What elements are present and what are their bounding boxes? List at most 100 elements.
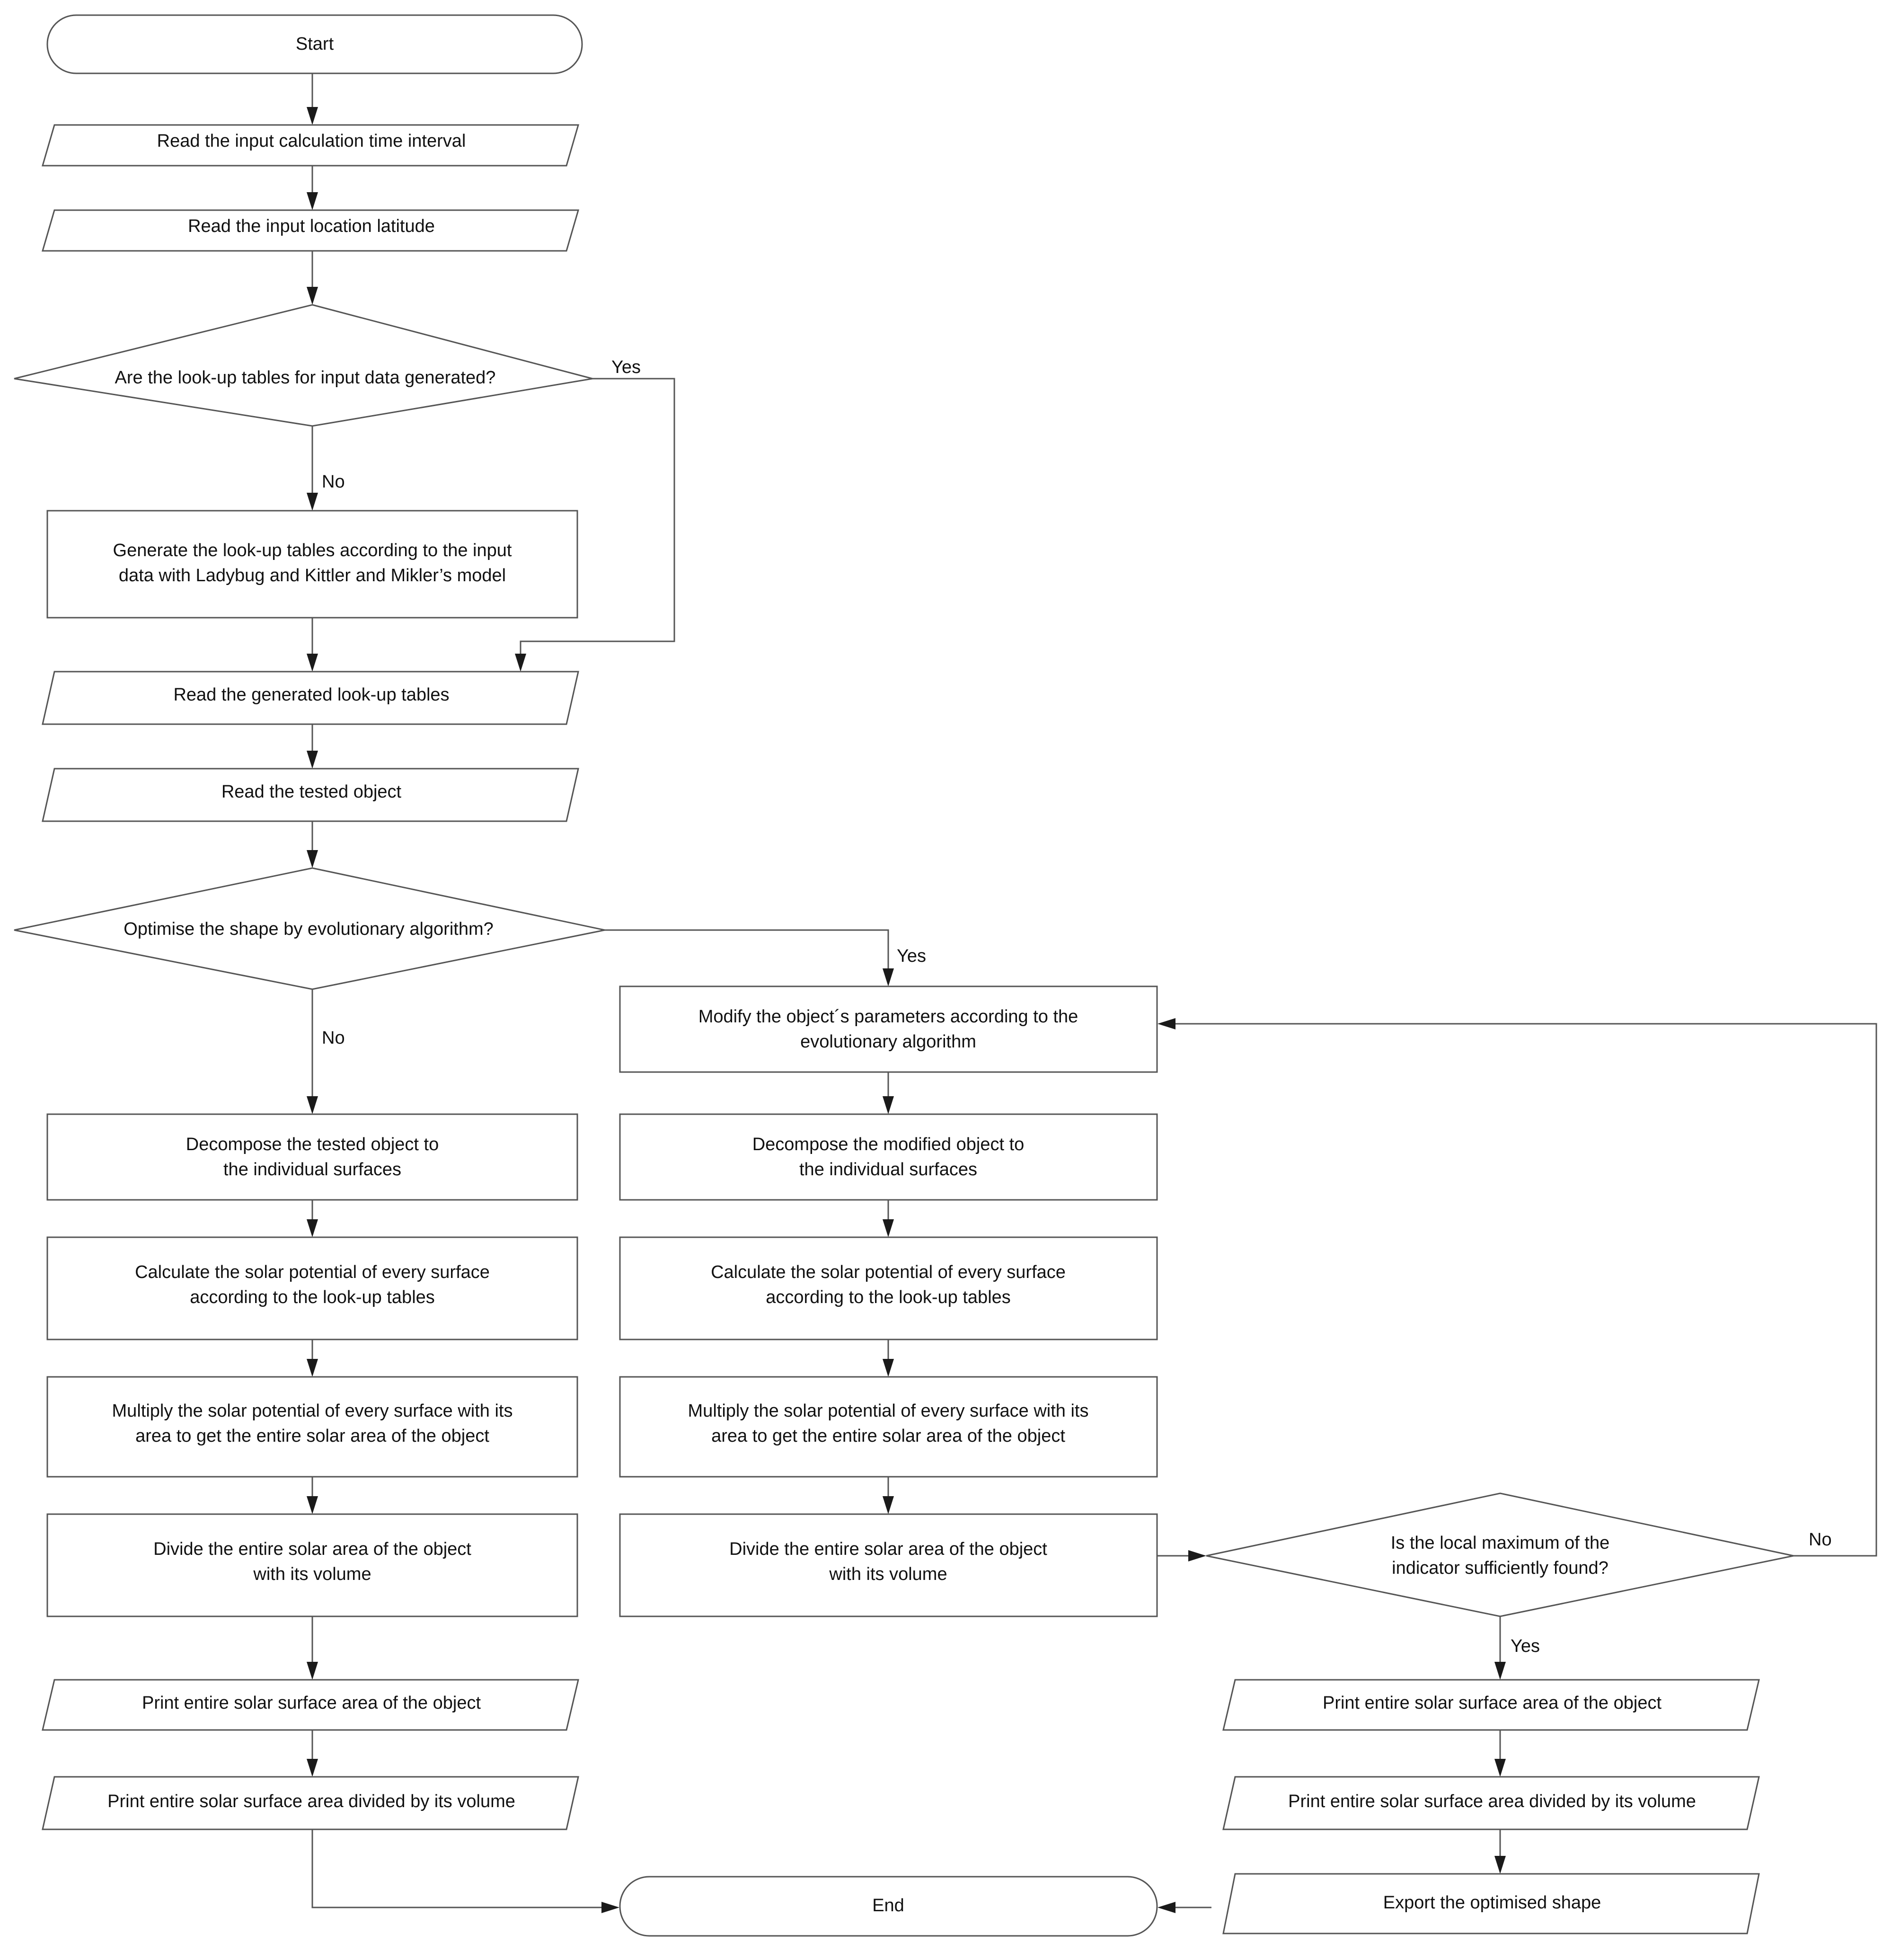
- multiply-right-shape: [619, 1376, 1158, 1478]
- divide-left-shape: [46, 1513, 578, 1617]
- modify-params-shape: [619, 985, 1158, 1073]
- node-decision-optimise[interactable]: Optimise the shape by evolutionary algor…: [14, 867, 605, 990]
- edge-label-maximum-no: No: [1809, 1530, 1832, 1550]
- decision-lookup-label: Are the look-up tables for input data ge…: [115, 368, 496, 388]
- generate-lookup-shape: [46, 510, 578, 619]
- arrowhead: [307, 192, 318, 210]
- arrowhead: [1188, 1550, 1206, 1561]
- read-latitude-shape: [42, 209, 579, 252]
- node-decompose-tested[interactable]: Decompose the tested object to the indiv…: [46, 1113, 578, 1201]
- node-print-area-left[interactable]: Print entire solar surface area of the o…: [42, 1679, 579, 1731]
- edge-maximum-no: [1169, 1023, 1877, 1557]
- node-read-latitude[interactable]: Read the input location latitude: [42, 209, 579, 252]
- print-area-left-label: Print entire solar surface area of the o…: [142, 1693, 481, 1713]
- node-modify-params[interactable]: Modify the object´s parameters according…: [619, 985, 1158, 1073]
- arrowhead: [307, 107, 318, 125]
- node-calculate-right[interactable]: Calculate the solar potential of every s…: [619, 1236, 1158, 1340]
- edge-lookup-yes: [520, 378, 675, 660]
- export-shape-label: Export the optimised shape: [1383, 1893, 1601, 1913]
- generate-lookup-label-line2: data with Ladybug and Kittler and Mikler…: [119, 566, 506, 585]
- decision-optimise-label: Optimise the shape by evolutionary algor…: [124, 919, 494, 939]
- arrowhead: [307, 654, 318, 672]
- node-multiply-right[interactable]: Multiply the solar potential of every su…: [619, 1376, 1158, 1478]
- arrowhead: [1494, 1759, 1506, 1777]
- calculate-right-label-line2: according to the look-up tables: [766, 1287, 1011, 1307]
- decision-maximum-label-line1: Is the local maximum of the: [1391, 1533, 1610, 1553]
- node-decompose-modified[interactable]: Decompose the modified object to the ind…: [619, 1113, 1158, 1201]
- node-divide-right[interactable]: Divide the entire solar area of the obje…: [619, 1513, 1158, 1617]
- edge-label-optimise-yes: Yes: [897, 946, 926, 966]
- decision-optimise-shape: [14, 867, 605, 990]
- arrowhead: [307, 1359, 318, 1377]
- print-ratio-left-shape: [42, 1776, 579, 1830]
- multiply-right-label-line1: Multiply the solar potential of every su…: [688, 1401, 1089, 1421]
- multiply-left-shape: [46, 1376, 578, 1478]
- calculate-right-label-line1: Calculate the solar potential of every s…: [711, 1262, 1066, 1282]
- arrowhead: [883, 1219, 894, 1237]
- export-shape-shape: [1222, 1873, 1760, 1934]
- node-decision-maximum[interactable]: Is the local maximum of the indicator su…: [1206, 1492, 1794, 1617]
- decompose-modified-label-line1: Decompose the modified object to: [752, 1135, 1025, 1154]
- node-generate-lookup[interactable]: Generate the look-up tables according to…: [46, 510, 578, 619]
- arrowhead: [307, 850, 318, 868]
- edge-label-lookup-yes: Yes: [611, 357, 641, 377]
- node-read-lookup[interactable]: Read the generated look-up tables: [42, 671, 579, 725]
- arrowhead: [515, 654, 526, 672]
- print-area-right-shape: [1222, 1679, 1760, 1731]
- print-ratio-right-shape: [1222, 1776, 1760, 1830]
- read-object-label: Read the tested object: [221, 782, 402, 802]
- arrowhead: [883, 1496, 894, 1514]
- divide-right-shape: [619, 1513, 1158, 1617]
- arrowhead: [307, 1096, 318, 1114]
- node-read-object[interactable]: Read the tested object: [42, 768, 579, 822]
- node-start[interactable]: Start: [46, 14, 583, 74]
- arrowhead: [883, 968, 894, 986]
- arrowhead: [307, 1662, 318, 1680]
- decompose-tested-shape: [46, 1113, 578, 1201]
- print-area-right-label: Print entire solar surface area of the o…: [1323, 1693, 1661, 1713]
- arrowhead: [307, 1219, 318, 1237]
- arrowhead: [307, 1759, 318, 1777]
- start-terminator-shape: [46, 14, 583, 74]
- node-calculate-left[interactable]: Calculate the solar potential of every s…: [46, 1236, 578, 1340]
- edge-label-optimise-no: No: [322, 1028, 345, 1048]
- node-read-time-interval[interactable]: Read the input calculation time interval: [42, 124, 579, 167]
- node-print-ratio-left[interactable]: Print entire solar surface area divided …: [42, 1776, 579, 1830]
- decompose-modified-shape: [619, 1113, 1158, 1201]
- node-multiply-left[interactable]: Multiply the solar potential of every su…: [46, 1376, 578, 1478]
- divide-left-label-line1: Divide the entire solar area of the obje…: [153, 1539, 471, 1559]
- arrowhead: [307, 751, 318, 769]
- edge-label-maximum-yes: Yes: [1511, 1636, 1540, 1656]
- read-latitude-label: Read the input location latitude: [188, 216, 435, 236]
- start-label: Start: [296, 34, 334, 54]
- calculate-left-shape: [46, 1236, 578, 1340]
- arrowhead: [1158, 1018, 1175, 1029]
- multiply-left-label-line2: area to get the entire solar area of the…: [135, 1426, 489, 1446]
- arrowhead: [601, 1902, 619, 1913]
- edge-label-lookup-no: No: [322, 472, 345, 492]
- divide-right-label-line2: with its volume: [829, 1564, 947, 1584]
- node-end[interactable]: End: [619, 1876, 1158, 1937]
- read-lookup-label: Read the generated look-up tables: [173, 685, 449, 705]
- node-print-area-right[interactable]: Print entire solar surface area of the o…: [1222, 1679, 1760, 1731]
- decision-maximum-shape: [1206, 1492, 1794, 1617]
- node-print-ratio-right[interactable]: Print entire solar surface area divided …: [1222, 1776, 1760, 1830]
- connector-layer: [307, 73, 1877, 1913]
- arrowhead: [307, 493, 318, 511]
- decompose-tested-label-line2: the individual surfaces: [223, 1160, 401, 1180]
- read-time-interval-shape: [42, 124, 579, 167]
- modify-params-label-line1: Modify the object´s parameters according…: [698, 1007, 1078, 1027]
- node-divide-left[interactable]: Divide the entire solar area of the obje…: [46, 1513, 578, 1617]
- edge-left-to-end: [311, 1829, 608, 1908]
- arrowhead: [1494, 1662, 1506, 1680]
- calculate-right-shape: [619, 1236, 1158, 1340]
- decompose-modified-label-line2: the individual surfaces: [799, 1160, 977, 1180]
- node-export-shape[interactable]: Export the optimised shape: [1222, 1873, 1760, 1934]
- node-decision-lookup[interactable]: Are the look-up tables for input data ge…: [14, 304, 593, 427]
- multiply-right-label-line2: area to get the entire solar area of the…: [711, 1426, 1065, 1446]
- calculate-left-label-line1: Calculate the solar potential of every s…: [135, 1262, 490, 1282]
- decision-lookup-shape: [14, 304, 593, 427]
- print-area-left-shape: [42, 1679, 579, 1731]
- decision-maximum-label-line2: indicator sufficiently found?: [1392, 1558, 1608, 1578]
